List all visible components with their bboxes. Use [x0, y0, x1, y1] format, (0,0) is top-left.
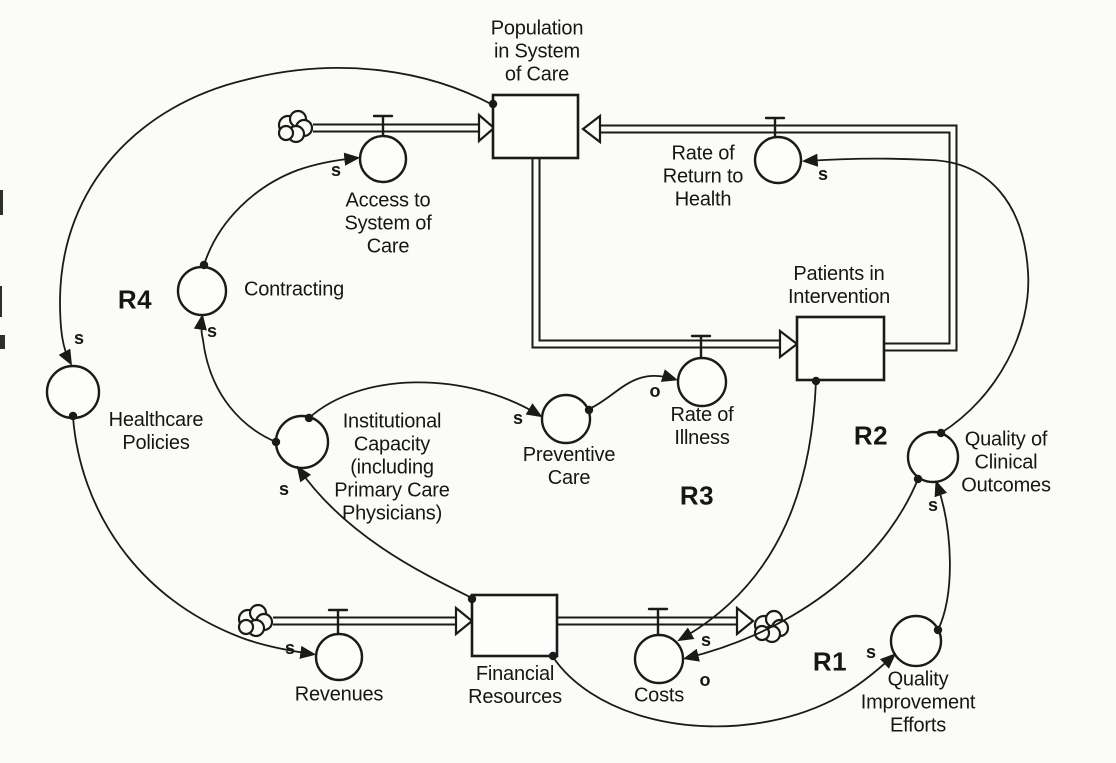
- flow-arrow-into-sink-cloud: [735, 605, 755, 637]
- polarity-financial-improvement: s: [865, 642, 877, 662]
- flow-label-revenues: Revenues: [294, 683, 384, 706]
- flow-arrow-into-population-left: [477, 112, 496, 144]
- converter-label-institutional-capacity: Institutional Capacity (including Primar…: [334, 410, 450, 525]
- valve-costs: [633, 607, 685, 685]
- stock-population-in-system-of-care: [491, 93, 580, 160]
- converter-quality-improvement-efforts: [889, 614, 943, 668]
- link-quality-outcomes-to-costs: [682, 478, 919, 662]
- link-preventive-care-to-rate-of-illness: [588, 369, 679, 410]
- converter-institutional-capacity: [274, 414, 330, 470]
- stock-financial-resources: [470, 593, 559, 658]
- link-healthcare-policies-to-revenues: [72, 416, 317, 659]
- converter-label-contracting: Contracting: [243, 278, 345, 301]
- polarity-preventive-illness: o: [649, 381, 661, 401]
- loop-label-r4: R4: [117, 284, 153, 315]
- stock-patients-in-intervention: [795, 315, 886, 382]
- converter-label-healthcare-policies: Healthcare Policies: [108, 409, 204, 454]
- flow-pipes: [271, 123, 958, 626]
- polarity-capacity-contracting: s: [206, 321, 218, 341]
- link-quality-outcomes-to-rate-of-return: [801, 153, 1030, 434]
- polarity-patients-costs: s: [700, 630, 712, 650]
- polarity-outcomes-return: s: [817, 164, 829, 184]
- cloud-source-revenues-icon: [237, 603, 274, 638]
- stock-label-patients: Patients in Intervention: [787, 263, 891, 308]
- loop-label-r3: R3: [679, 480, 715, 511]
- valve-access-to-system-of-care: [358, 114, 408, 184]
- cloud-source-population-icon: [277, 109, 314, 144]
- converter-label-preventive-care: Preventive Care: [522, 444, 616, 489]
- loop-label-r2: R2: [853, 420, 889, 451]
- link-origin-dots: [68, 99, 946, 661]
- converter-quality-of-clinical-outcomes: [906, 430, 960, 484]
- link-patients-to-costs: [677, 380, 817, 642]
- converter-label-quality-outcomes: Quality of Clinical Outcomes: [961, 428, 1051, 497]
- valve-rate-of-return-to-health: [753, 116, 803, 185]
- flow-arrow-into-patients: [778, 328, 799, 360]
- stock-label-population: Population in System of Care: [490, 17, 584, 86]
- flow-label-access: Access to System of Care: [344, 189, 432, 258]
- link-quality-improvement-to-quality-outcomes: [934, 479, 951, 631]
- flow-arrow-into-financial: [454, 605, 474, 637]
- loop-label-r1: R1: [812, 646, 848, 677]
- causal-links: [58, 67, 1030, 728]
- stock-label-financial: Financial Resources: [468, 663, 562, 708]
- flow-label-rate-of-return: Rate of Return to Health: [662, 142, 744, 211]
- polarity-outcomes-costs: o: [699, 670, 711, 690]
- flow-label-costs: Costs: [633, 684, 685, 707]
- link-financial-to-quality-improvement: [552, 653, 897, 728]
- converter-healthcare-policies: [45, 364, 101, 420]
- flow-label-rate-of-illness: Rate of Illness: [670, 404, 734, 449]
- polarity-financial-capacity: s: [278, 479, 290, 499]
- converter-contracting: [176, 265, 228, 317]
- scan-artifact-marks: [0, 190, 5, 349]
- polarity-contracting-access: s: [330, 160, 342, 180]
- polarity-improvement-outcomes: s: [927, 495, 939, 515]
- valve-rate-of-illness: [676, 334, 728, 408]
- link-contracting-to-access: [203, 152, 361, 266]
- link-institutional-capacity-to-preventive-care: [308, 381, 543, 419]
- polarity-population-policies: s: [73, 328, 85, 348]
- flow-pipe-population-to-patients: [531, 158, 780, 349]
- polarity-policies-revenues: s: [284, 638, 296, 658]
- link-population-to-healthcare-policies: [58, 67, 494, 366]
- flow-arrow-into-population-right: [581, 113, 602, 145]
- polarity-capacity-preventive: s: [512, 408, 524, 428]
- converter-label-quality-improvement: Quality Improvement Efforts: [860, 668, 976, 737]
- link-institutional-capacity-to-contracting: [193, 313, 277, 443]
- link-financial-to-institutional-capacity: [296, 465, 473, 599]
- flow-arrowheads: [454, 112, 799, 637]
- converter-preventive-care: [540, 393, 592, 445]
